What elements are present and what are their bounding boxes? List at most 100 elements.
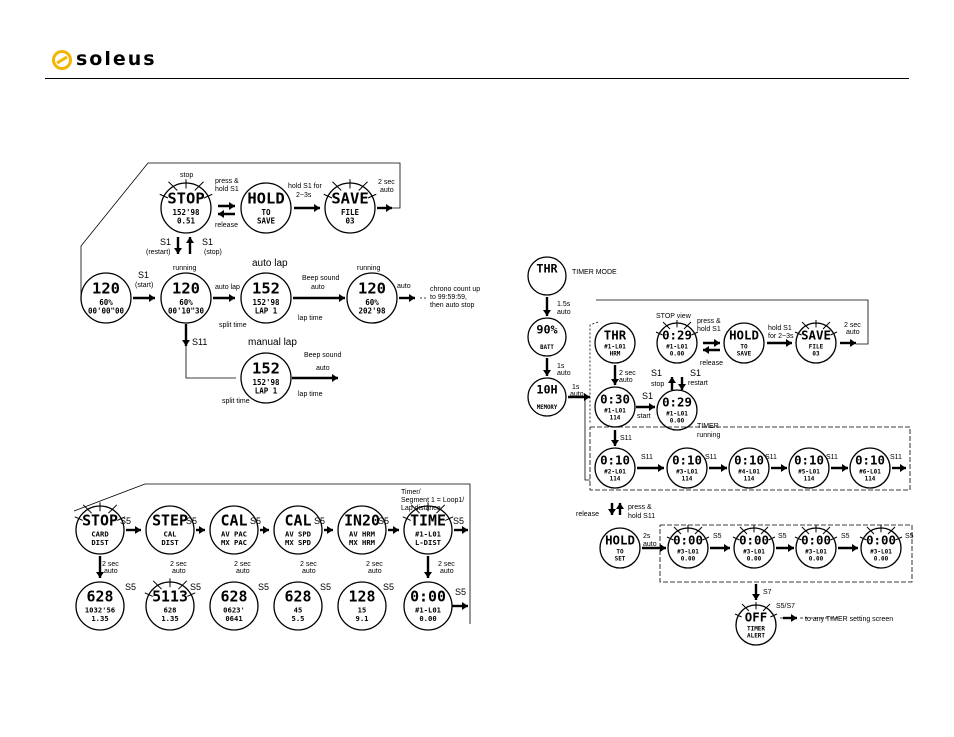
flow-label: S1: [202, 237, 213, 247]
flow-label: S5: [258, 582, 269, 592]
flow-arrow: [294, 204, 320, 212]
lcd-line-1: STOP: [167, 190, 204, 208]
blink-mark: [822, 321, 831, 330]
flow-arrow: [293, 294, 345, 302]
lcd-line-1: 120: [358, 280, 386, 298]
flow-label: release: [576, 511, 599, 518]
flow-label: auto lap: [252, 258, 288, 269]
lcd-line-3: LAP 1: [255, 387, 278, 396]
flow-label: auto: [368, 568, 382, 575]
blink-mark: [74, 516, 83, 521]
watch-bezel: [728, 447, 770, 489]
flow-label: restart: [688, 380, 708, 387]
lcd-line-3: 114: [744, 475, 755, 482]
lcd-line-3: MEMORY: [537, 405, 558, 411]
flow-label: auto: [172, 568, 186, 575]
flow-label: Beep sound: [304, 352, 341, 359]
lcd-line-1: 0:10: [734, 452, 764, 467]
flow-arrow: [543, 358, 551, 376]
lcd-line-3: 0.00: [747, 555, 762, 562]
lcd-line-3: 1.35: [161, 614, 178, 623]
soleus-logo-icon: [52, 50, 72, 70]
lcd-line-2: TO: [740, 344, 748, 351]
blink-mark: [436, 504, 446, 514]
blink-mark: [770, 613, 778, 618]
flow-label: S5: [120, 516, 131, 526]
connector-line: [185, 346, 236, 379]
flow-label: 2 sec: [102, 561, 119, 568]
blink-mark: [859, 536, 867, 541]
flow-arrow: [776, 544, 794, 552]
flow-arrow: [611, 430, 619, 446]
header: soleus: [0, 0, 954, 80]
blink-mark: [694, 526, 703, 535]
flow-label: to 99:59:59,: [430, 294, 467, 301]
flow-arrow: [752, 584, 760, 600]
lcd-line-3: 0.51: [177, 217, 196, 226]
connector-line: [596, 299, 869, 345]
blink-mark: [144, 592, 153, 597]
watch-bezel: [273, 505, 323, 555]
flow-label: S1: [138, 270, 149, 280]
lcd-line-1: HOLD: [729, 327, 759, 342]
flow-label: S11: [890, 454, 902, 461]
flow-arrow: [96, 556, 104, 578]
flow-label: split time: [219, 322, 247, 329]
flow-label: start: [637, 413, 651, 420]
lcd-line-2: #3-L01: [743, 549, 765, 556]
blink-mark: [187, 592, 196, 597]
flow-label: auto: [236, 568, 250, 575]
flow-label: auto: [440, 568, 454, 575]
flow-label: TIMER: [697, 423, 719, 430]
lcd-line-2: FILE: [809, 344, 824, 351]
flow-label: auto: [316, 365, 330, 372]
flow-label: S1: [160, 237, 171, 247]
flow-label: auto: [557, 309, 571, 316]
flow-label: to any TIMER setting screen: [805, 616, 893, 623]
flow-label: S5: [190, 582, 201, 592]
flow-label: 2 sec: [378, 179, 395, 186]
flow-label: auto: [643, 541, 657, 548]
lcd-line-3: LAP 1: [255, 307, 278, 316]
flow-arrow: [196, 526, 205, 534]
flow-label: 1s: [557, 363, 565, 370]
lcd-line-2: CARD: [91, 530, 108, 539]
flow-label: S5: [778, 533, 787, 540]
flow-label: S11: [826, 454, 838, 461]
lcd-line-3: DIST: [161, 538, 179, 547]
flow-label: hold S1: [768, 325, 792, 332]
lcd-line-3: L-DIST: [415, 538, 442, 547]
flow-label: 1.5s: [557, 301, 571, 308]
lcd-line-1: 120: [92, 280, 120, 298]
flow-label: release: [700, 360, 723, 367]
lcd-line-2: #3-L01: [805, 549, 827, 556]
lcd-line-1: 128: [349, 588, 376, 606]
blink-mark: [794, 331, 802, 336]
flow-label: auto: [302, 568, 316, 575]
lcd-line-1: 0:30: [600, 391, 630, 406]
flow-label: S11: [641, 454, 653, 461]
lcd-line-3: 5.5: [292, 614, 305, 623]
watch-bezel: [527, 377, 567, 417]
watch-bezel: [527, 256, 567, 296]
watch-bezel: [849, 447, 891, 489]
watch-bezel: [75, 581, 125, 631]
flow-arrow: [642, 544, 666, 552]
flow-arrow: [710, 544, 730, 552]
lcd-line-1: 0:29: [662, 327, 692, 342]
blink-mark: [762, 603, 771, 612]
blink-mark: [323, 193, 333, 199]
blink-mark: [358, 181, 368, 191]
watch-bezel: [788, 447, 830, 489]
lcd-line-2: #1-L01: [604, 408, 626, 415]
lcd-line-2: TIMER: [747, 626, 765, 633]
blink-mark: [830, 536, 838, 541]
lcd-line-2: #4-L01: [738, 469, 760, 476]
